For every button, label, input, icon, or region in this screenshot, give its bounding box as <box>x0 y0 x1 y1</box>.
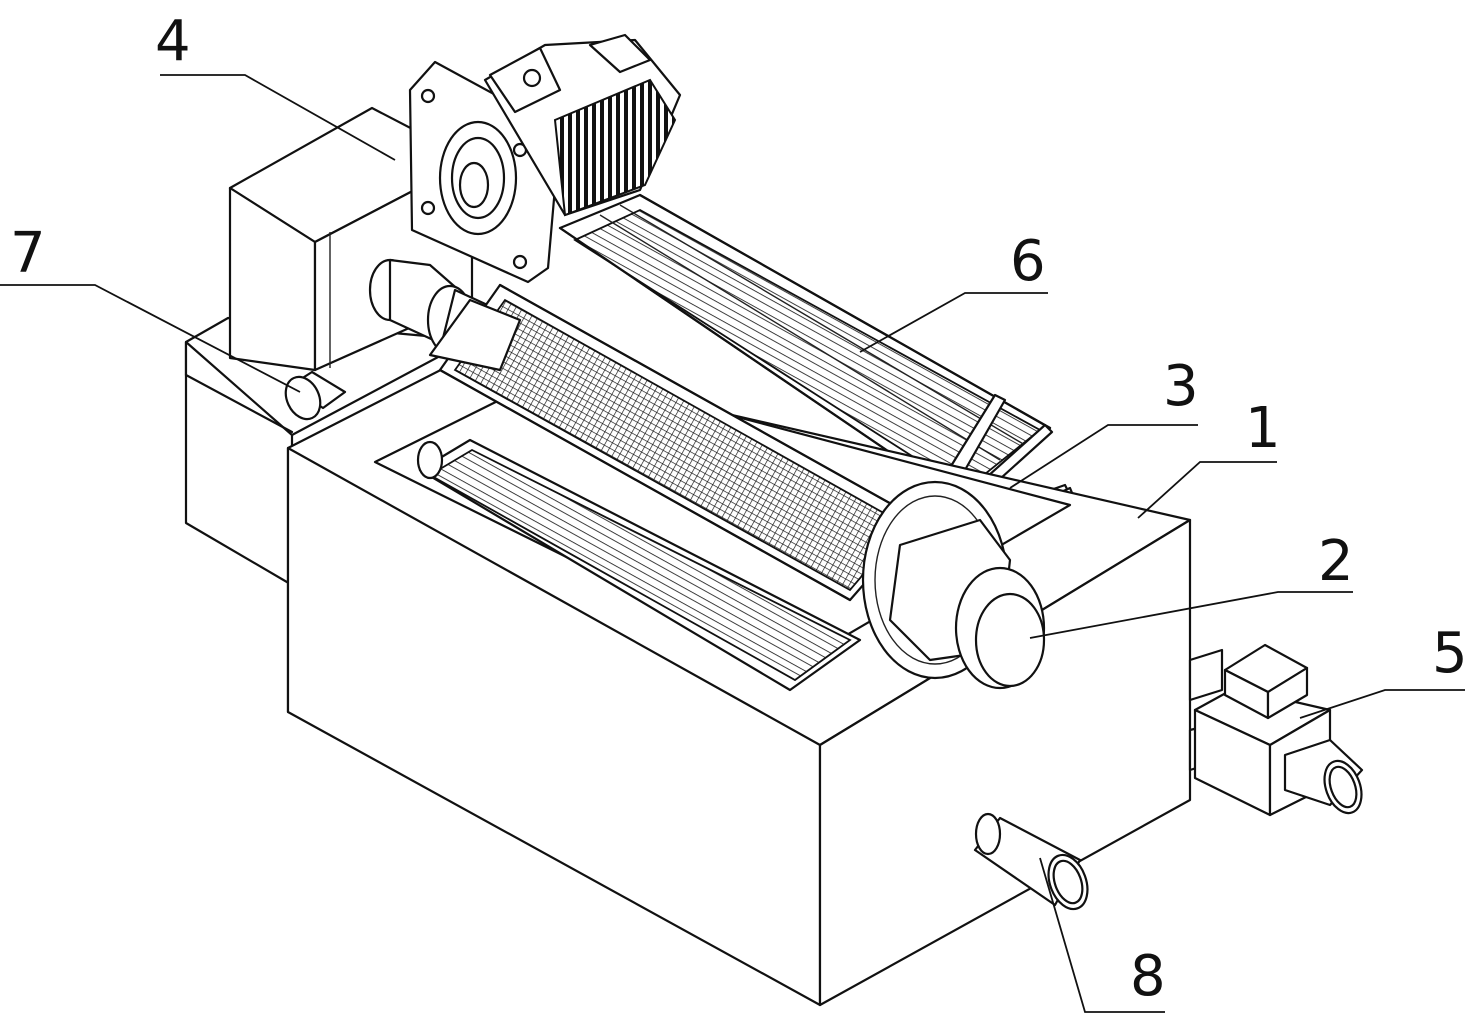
front-shaft-end <box>888 518 1046 690</box>
rotating-drum <box>428 283 922 602</box>
rear-pipe-stub <box>284 370 347 421</box>
callout-5: 5 <box>1432 621 1468 686</box>
callout-2: 2 <box>1318 529 1354 594</box>
lower-screen-panel <box>416 438 862 692</box>
drain-pipe <box>973 812 1089 911</box>
callout-7: 7 <box>10 221 46 286</box>
callout-1: 1 <box>1245 396 1281 461</box>
callout-4: 4 <box>155 9 191 74</box>
upper-screen-panel <box>558 193 1052 502</box>
leader-lines <box>0 74 1465 1013</box>
callout-8: 8 <box>1130 944 1166 1009</box>
callout-6: 6 <box>1010 229 1046 294</box>
servo-motor <box>483 33 682 217</box>
side-valve <box>1188 643 1364 817</box>
callout-labels: 4 7 6 3 1 2 5 8 <box>10 9 1468 1009</box>
callout-3: 3 <box>1163 354 1199 419</box>
